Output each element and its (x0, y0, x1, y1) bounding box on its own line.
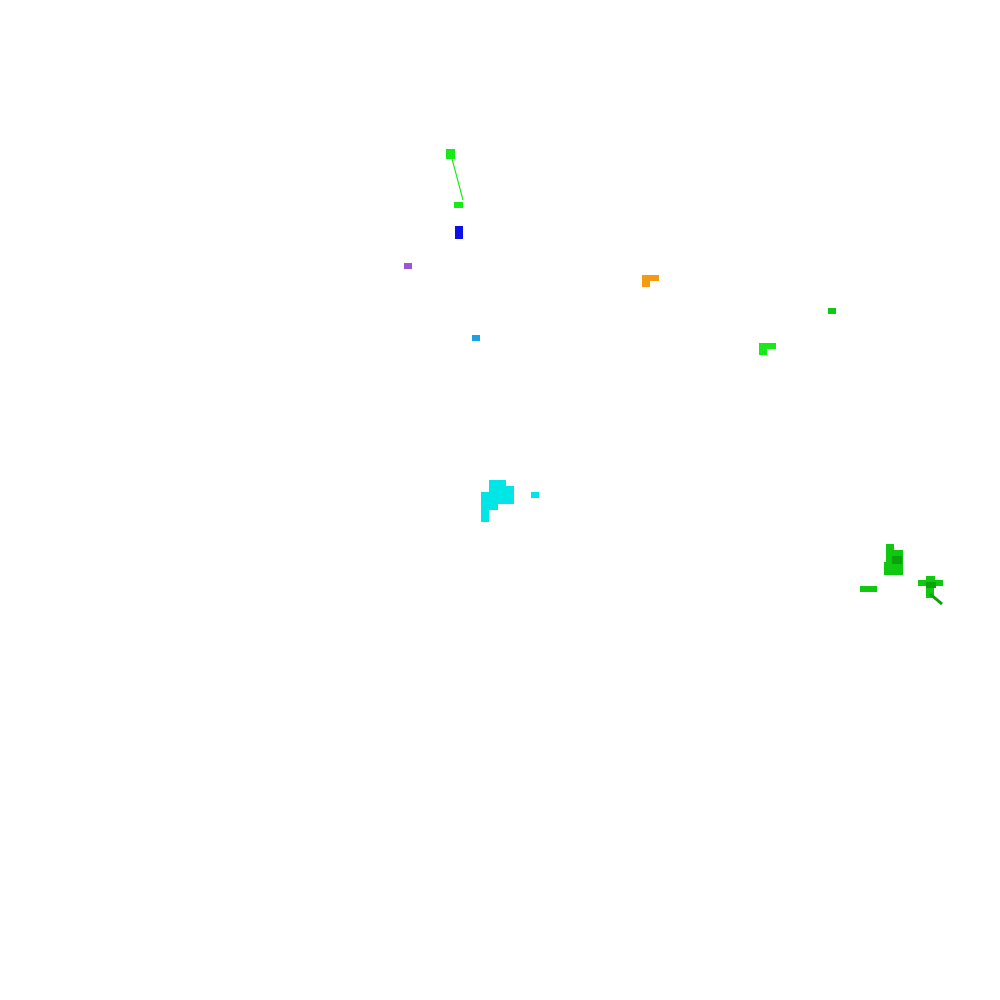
purple-marker-cell (404, 263, 412, 269)
lime-connected-pair-cell (454, 202, 463, 208)
lime-connected-pair (446, 149, 464, 208)
green-region-cell (884, 562, 903, 568)
green-region-cell (926, 576, 935, 582)
orange-marker (642, 275, 659, 287)
blue-marker-cell (455, 226, 463, 239)
sky-blue-marker (472, 335, 480, 341)
green-region-cell (892, 556, 902, 564)
cyan-region-cell (489, 480, 506, 487)
cyan-region-cell (481, 510, 489, 522)
lime-connected-pair-cell (446, 149, 455, 159)
lime-marker-cell (759, 343, 776, 349)
cyan-region-cell (481, 504, 498, 510)
cyan-region-cell (489, 486, 514, 492)
green-region (860, 544, 943, 606)
cyan-region-cell (531, 492, 539, 498)
lime-marker-cell (759, 348, 767, 355)
cyan-region (481, 480, 539, 522)
green-marker-cell (828, 308, 836, 314)
sky-blue-marker-cell (472, 335, 480, 341)
green-region-cell (926, 586, 934, 592)
green-region-cell (884, 568, 903, 575)
cyan-region-cell (481, 498, 514, 504)
green-region-cell (860, 586, 877, 592)
blue-marker (455, 226, 463, 239)
purple-marker (404, 263, 412, 269)
lime-connected-pair-connector (450, 154, 464, 201)
green-region-cell (926, 582, 936, 588)
green-region-cell (886, 544, 894, 550)
green-region-connector (929, 592, 943, 606)
green-marker (828, 308, 836, 314)
orange-marker-cell (642, 280, 650, 287)
cyan-region-cell (481, 492, 514, 499)
green-region-cell (886, 550, 903, 556)
orange-marker-cell (642, 275, 659, 281)
lime-marker (759, 343, 776, 355)
